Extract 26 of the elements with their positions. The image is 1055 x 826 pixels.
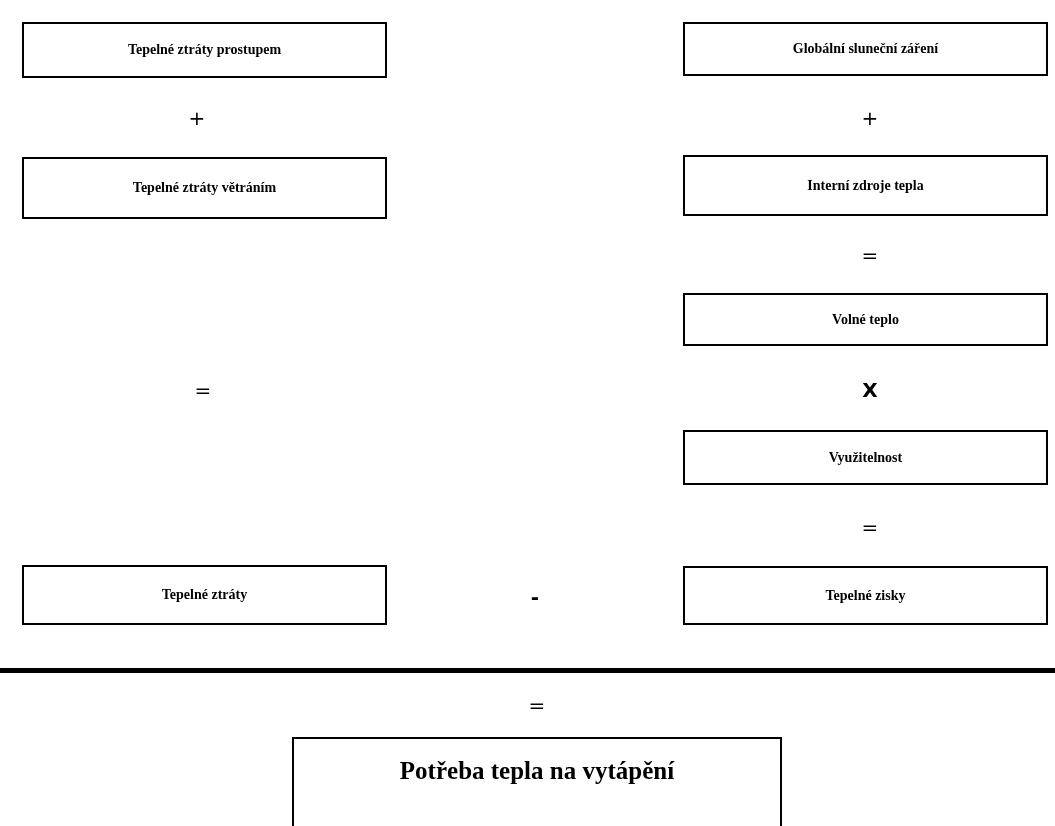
text-box [22,565,387,625]
box-label: Tepelné ztráty prostupem [127,42,282,58]
box-label: Tepelné zisky [825,587,906,604]
operator-sign: X [862,378,878,402]
operator-sign: - [530,585,540,609]
box-label: Interní zdroje tepla [807,177,924,194]
box-label: Potřeba tepla na vytápění [399,757,675,785]
operator-sign: = [861,515,879,539]
text-box [683,293,1048,346]
operator-sign: = [528,693,546,717]
operator-sign: = [861,243,879,267]
box-label: Globální sluneční záření [792,41,939,57]
box-label: Využitelnost [828,449,903,466]
text-box [22,157,387,219]
text-box [292,737,782,826]
text-box [683,155,1048,216]
text-box [683,22,1048,76]
box-label: Tepelné ztráty [161,587,248,603]
operator-sign: + [188,106,206,130]
operator-sign: = [194,378,212,402]
text-box [22,22,387,78]
text-box [683,566,1048,625]
box-label: Volné teplo [832,311,899,328]
operator-sign: + [861,106,879,130]
box-label: Tepelné ztráty větráním [132,180,277,196]
text-box [683,430,1048,485]
